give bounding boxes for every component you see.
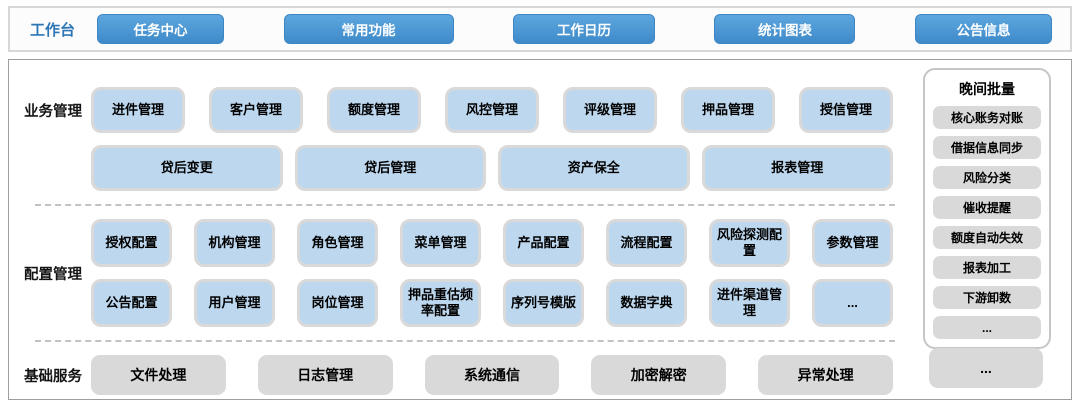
- night-batch-item: 风险分类: [933, 166, 1041, 189]
- config-module-card: 菜单管理: [400, 219, 481, 267]
- night-batch-item: 报表加工: [933, 256, 1041, 279]
- config-module-card: ...: [812, 279, 893, 327]
- base-row: 文件处理日志管理系统通信加密解密异常处理: [91, 355, 893, 395]
- workbench-button: 常用功能: [283, 14, 454, 44]
- business-module-card: 贷后管理: [294, 145, 486, 191]
- config-module-card: 用户管理: [194, 279, 275, 327]
- config-module-card: 授权配置: [91, 219, 172, 267]
- section-base-label: 基础服务: [24, 368, 82, 385]
- workbench-button: 统计图表: [714, 14, 856, 44]
- main-content: 业务管理 进件管理客户管理额度管理风控管理评级管理押品管理授信管理 贷后变更贷后…: [15, 60, 901, 399]
- config-module-card: 风险探测配置: [709, 219, 790, 267]
- config-module-card: 进件渠道管理: [709, 279, 790, 327]
- night-batch-item: 催收提醒: [933, 196, 1041, 219]
- business-module-card: 评级管理: [563, 87, 657, 133]
- business-module-card: 授信管理: [799, 87, 893, 133]
- workbench-buttons: 任务中心 常用功能 工作日历 统计图表 公告信息: [91, 14, 1058, 44]
- base-service-card: 异常处理: [758, 355, 893, 395]
- base-service-more-card: ...: [929, 348, 1043, 388]
- section-config: 配置管理 授权配置机构管理角色管理菜单管理产品配置流程配置风险探测配置参数管理 …: [15, 219, 901, 327]
- config-module-card: 押品重估频率配置: [400, 279, 481, 327]
- business-module-card: 进件管理: [91, 87, 185, 133]
- business-module-card: 客户管理: [209, 87, 303, 133]
- config-module-card: 角色管理: [297, 219, 378, 267]
- config-row-2: 公告配置用户管理岗位管理押品重估频率配置序列号模版数据字典进件渠道管理...: [91, 279, 893, 327]
- config-module-card: 数据字典: [606, 279, 687, 327]
- section-business: 业务管理 进件管理客户管理额度管理风控管理评级管理押品管理授信管理 贷后变更贷后…: [15, 87, 901, 191]
- main-panel: 业务管理 进件管理客户管理额度管理风控管理评级管理押品管理授信管理 贷后变更贷后…: [8, 59, 1072, 400]
- section-divider: [35, 340, 895, 342]
- business-module-card: 风控管理: [445, 87, 539, 133]
- workbench-label: 工作台: [30, 21, 76, 39]
- config-module-card: 岗位管理: [297, 279, 378, 327]
- night-batch-item: 下游卸数: [933, 286, 1041, 309]
- base-service-card: 日志管理: [257, 355, 393, 395]
- section-business-label: 业务管理: [24, 103, 82, 120]
- business-module-card: 押品管理: [681, 87, 775, 133]
- base-service-card: 加密解密: [591, 355, 727, 395]
- night-batch-item: 借据信息同步: [933, 136, 1041, 159]
- config-module-card: 机构管理: [194, 219, 275, 267]
- workbench-button: 任务中心: [97, 14, 225, 44]
- business-row-2: 贷后变更贷后管理资产保全报表管理: [91, 145, 893, 191]
- workbench-button: 工作日历: [512, 14, 655, 44]
- config-module-card: 产品配置: [503, 219, 584, 267]
- base-service-card: 系统通信: [424, 355, 560, 395]
- config-module-card: 公告配置: [91, 279, 172, 327]
- business-module-card: 额度管理: [327, 87, 421, 133]
- config-module-card: 流程配置: [606, 219, 687, 267]
- night-batch-item: ...: [933, 316, 1041, 339]
- section-divider: [35, 204, 895, 206]
- business-module-card: 贷后变更: [91, 145, 283, 191]
- section-config-label: 配置管理: [24, 266, 82, 283]
- workbench-bar: 工作台 任务中心 常用功能 工作日历 统计图表 公告信息: [8, 6, 1072, 52]
- config-module-card: 序列号模版: [503, 279, 584, 327]
- night-batch-items: 核心账务对账借据信息同步风险分类催收提醒额度自动失效报表加工下游卸数...: [933, 106, 1041, 339]
- business-row-1: 进件管理客户管理额度管理风控管理评级管理押品管理授信管理: [91, 87, 893, 133]
- workbench-button: 公告信息: [914, 14, 1052, 44]
- night-batch-panel: 晚间批量 核心账务对账借据信息同步风险分类催收提醒额度自动失效报表加工下游卸数.…: [923, 68, 1051, 349]
- config-module-card: 参数管理: [812, 219, 893, 267]
- base-service-card: 文件处理: [91, 355, 226, 395]
- section-base: 基础服务 文件处理日志管理系统通信加密解密异常处理: [15, 355, 901, 395]
- night-batch-title: 晚间批量: [959, 81, 1015, 97]
- night-batch-item: 核心账务对账: [933, 106, 1041, 129]
- night-batch-item: 额度自动失效: [933, 226, 1041, 249]
- business-module-card: 资产保全: [498, 145, 690, 191]
- config-row-1: 授权配置机构管理角色管理菜单管理产品配置流程配置风险探测配置参数管理: [91, 219, 893, 267]
- business-module-card: 报表管理: [701, 145, 893, 191]
